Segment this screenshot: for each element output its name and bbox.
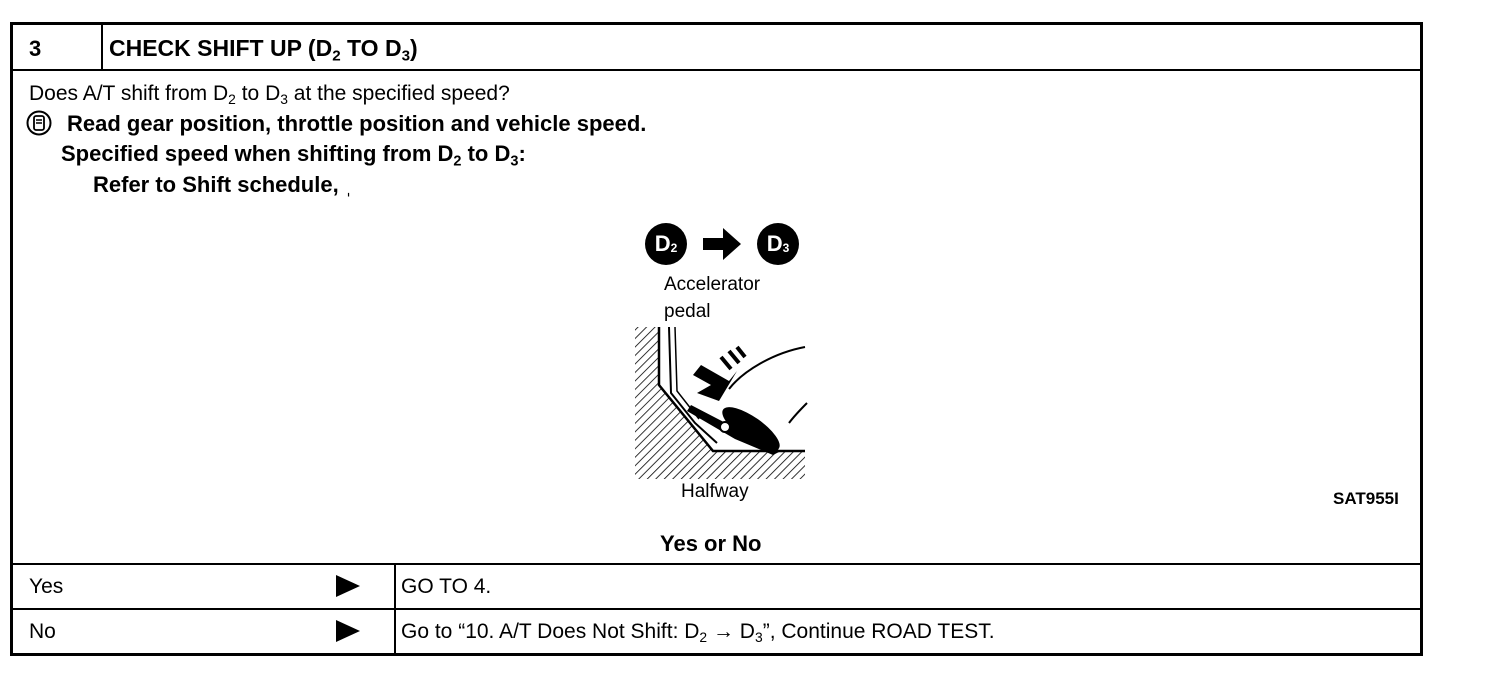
figure-code: SAT955I: [1333, 489, 1399, 508]
answers-top-rule: [13, 563, 1420, 565]
answers-middle-rule: [13, 608, 1420, 610]
answer-row-yes[interactable]: Yes GO TO 4.: [13, 565, 1420, 607]
step-title: CHECK SHIFT UP (D2 TO D3): [109, 35, 418, 65]
pedal-label: pedal: [664, 301, 711, 322]
header-bottom-rule: [13, 69, 1420, 71]
instruction-text: Read gear position, throttle position an…: [67, 111, 647, 136]
play-arrow-icon: [336, 620, 360, 642]
halfway-label: Halfway: [681, 481, 749, 502]
specified-speed-text: Specified speed when shifting from D2 to…: [61, 141, 526, 170]
accelerator-label: Accelerator: [664, 274, 761, 295]
accelerator-pedal-illustration: [633, 323, 808, 490]
yes-or-no-prompt: Yes or No: [660, 531, 762, 556]
answer-label-no: No: [29, 620, 56, 643]
right-arrow-icon: [703, 228, 743, 265]
diagnostic-step-table: 3 CHECK SHIFT UP (D2 TO D3) Does A/T shi…: [10, 22, 1423, 656]
step-number: 3: [29, 36, 42, 61]
refer-text: Refer to Shift schedule, ˌ: [93, 172, 353, 197]
answer-label-yes: Yes: [29, 575, 64, 598]
answer-row-no[interactable]: No Go to “10. A/T Does Not Shift: D2 → D…: [13, 610, 1420, 654]
consult-tool-icon: [26, 110, 52, 136]
header-divider: [101, 25, 103, 69]
answer-action-yes[interactable]: GO TO 4.: [401, 575, 492, 598]
answer-action-no[interactable]: Go to “10. A/T Does Not Shift: D2 → D3”,…: [401, 620, 995, 646]
play-arrow-icon: [336, 575, 360, 597]
question-text: Does A/T shift from D2 to D3 at the spec…: [29, 82, 510, 108]
